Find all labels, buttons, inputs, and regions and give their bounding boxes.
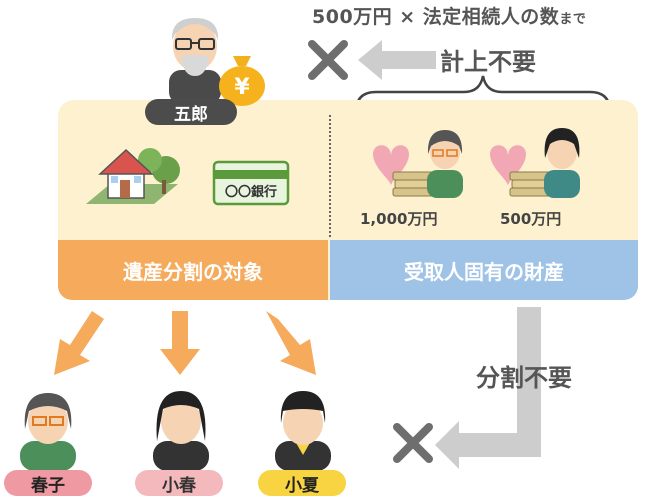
money-bag-icon: ¥ xyxy=(219,56,265,106)
heart-money-icon xyxy=(490,128,580,198)
amount-1: 1,000万円 xyxy=(360,210,438,228)
heir-name-koharu: 小春 xyxy=(135,470,223,496)
x-mark-icon xyxy=(393,423,433,463)
heir-name-haruko: 春子 xyxy=(4,470,92,496)
brace-icon xyxy=(354,75,612,113)
distribution-arrows xyxy=(54,311,316,375)
bank-card-icon: 〇〇銀行 xyxy=(212,160,290,206)
rule-main: 500万円 × 法定相続人の数 xyxy=(312,6,560,28)
grandfather-avatar xyxy=(169,18,221,104)
heart-money-icon xyxy=(373,130,463,198)
rule-suffix: まで xyxy=(559,12,587,27)
heir-avatar-haruko xyxy=(20,393,76,471)
recipient-property-band: 受取人固有の財産 xyxy=(330,240,638,300)
down-left-arrow-icon xyxy=(54,311,104,375)
down-right-arrow-icon xyxy=(266,311,316,375)
bank-card-label: 〇〇銀行 xyxy=(225,184,277,200)
not-counted-label: 計上不要 xyxy=(440,48,536,76)
down-arrow-icon xyxy=(160,311,200,375)
panel-divider xyxy=(329,115,331,237)
division-target-band: 遺産分割の対象 xyxy=(58,240,328,300)
rule-text: 500万円 × 法定相続人の数まで xyxy=(312,2,586,29)
x-mark-icon xyxy=(308,40,348,80)
no-division-label: 分割不要 xyxy=(476,364,572,392)
heir-name-konatsu: 小夏 xyxy=(258,470,346,496)
yen-symbol: ¥ xyxy=(234,75,250,100)
no-division-arrow xyxy=(393,307,541,469)
left-arrow-icon xyxy=(358,40,436,80)
heir-avatar-konatsu xyxy=(275,391,331,471)
house-icon xyxy=(86,148,180,204)
not-counted-arrow xyxy=(308,40,436,80)
heir-avatar-koharu xyxy=(153,391,209,471)
amount-2: 500万円 xyxy=(500,210,562,228)
deceased-name: 五郎 xyxy=(145,99,237,125)
